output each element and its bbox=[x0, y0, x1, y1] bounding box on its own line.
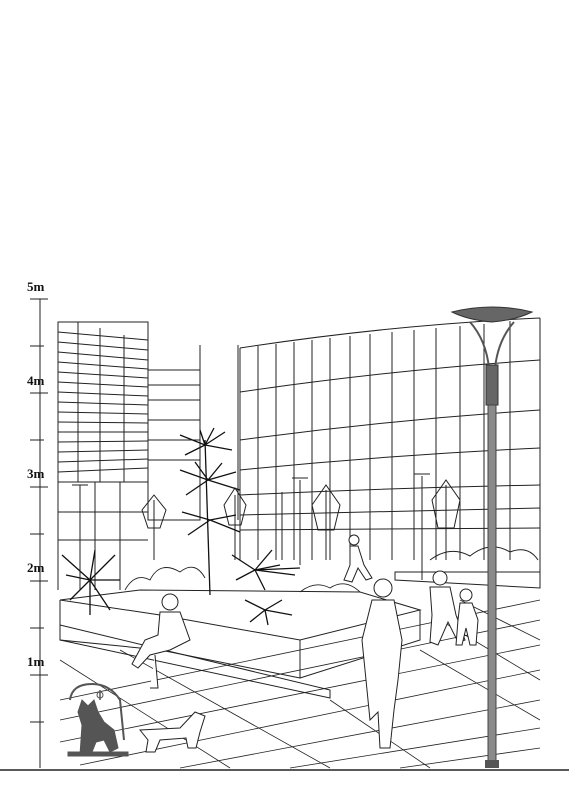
palm-trees bbox=[61, 427, 301, 626]
street-lamp-icon bbox=[450, 306, 534, 768]
height-scale-bar bbox=[30, 298, 48, 768]
middle-building bbox=[147, 345, 239, 521]
right-planter bbox=[394, 546, 541, 589]
shrubs bbox=[124, 566, 361, 593]
people bbox=[131, 534, 479, 753]
scale-label-5m: 5m bbox=[27, 279, 45, 294]
wolf-emblem-icon bbox=[67, 682, 129, 757]
seated-person bbox=[131, 593, 191, 689]
walking-person bbox=[361, 578, 403, 749]
dog bbox=[138, 711, 206, 753]
background-trees bbox=[141, 479, 461, 560]
adult-with-child bbox=[429, 570, 479, 646]
left-building-facade bbox=[57, 321, 149, 590]
running-person bbox=[343, 534, 373, 583]
background-lamps bbox=[72, 473, 430, 590]
